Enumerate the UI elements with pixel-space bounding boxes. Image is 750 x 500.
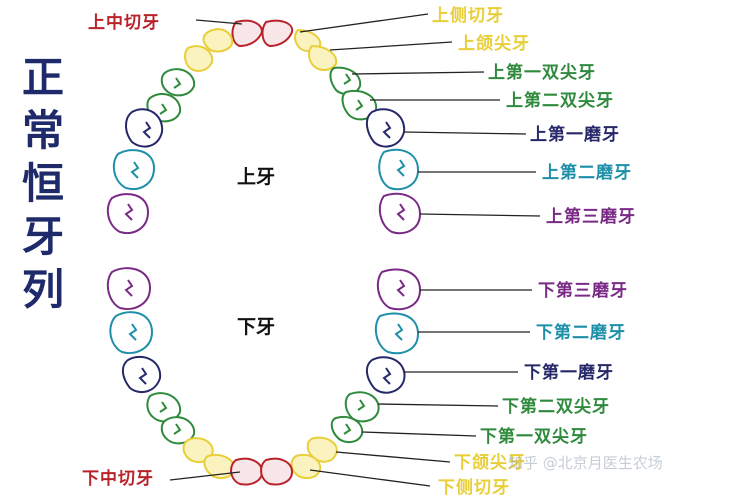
label-upper-molar1: 上第一磨牙 — [530, 124, 620, 145]
tooth-lower-canine-right — [306, 436, 338, 463]
label-upper-central: 上中切牙 — [88, 12, 160, 33]
upper-arch-label: 上牙 — [237, 166, 275, 188]
tooth-upper-molar1-right — [366, 108, 406, 148]
vertical-title: 正 常 恒 牙 列 — [22, 53, 64, 314]
label-upper-molar3: 上第三磨牙 — [546, 206, 636, 227]
tooth-lower-molar1-right — [366, 356, 406, 394]
label-lower-lateral: 下侧切牙 — [438, 477, 510, 498]
watermark: 知乎 @北京月医生农场 — [508, 454, 663, 472]
label-upper-molar2: 上第二磨牙 — [542, 162, 632, 183]
tooth-upper-premolar2-right — [341, 90, 378, 121]
watermark-text: 知乎 @北京月医生农场 — [508, 454, 663, 472]
tooth-upper-canine-right — [308, 44, 338, 71]
label-lower-molar1: 下第一磨牙 — [524, 362, 614, 383]
label-lower-premolar1: 下第一双尖牙 — [480, 426, 588, 447]
title-char-4: 牙 — [22, 212, 64, 261]
label-upper-premolar1: 上第一双尖牙 — [488, 62, 596, 83]
leader-upper-central — [195, 19, 243, 25]
leader-upper-molar1 — [403, 131, 527, 135]
title-char-3: 恒 — [22, 159, 64, 208]
tooth-lower-central-left — [230, 457, 264, 486]
leader-upper-molar3 — [419, 213, 541, 217]
label-lower-central: 下中切牙 — [82, 468, 154, 489]
tooth-upper-lateral-left — [202, 28, 234, 53]
leader-lower-canine — [335, 451, 451, 463]
leader-lower-central — [169, 471, 241, 481]
tooth-upper-central-right — [261, 19, 294, 48]
leader-upper-lateral — [299, 13, 429, 33]
tooth-fissure-marks — [124, 73, 406, 435]
leader-upper-canine — [329, 41, 453, 51]
tooth-lower-lateral-right — [290, 454, 322, 480]
tooth-lower-central-right — [260, 457, 294, 486]
title-char-5: 列 — [22, 265, 64, 314]
label-lower-canine: 下颌尖牙 — [454, 452, 526, 473]
title-char-2: 常 — [22, 106, 64, 155]
tooth-lower-premolar1-right — [330, 416, 364, 444]
lower-teeth — [106, 267, 422, 486]
upper-teeth — [106, 19, 422, 235]
leader-lower-premolar1 — [361, 431, 477, 437]
label-lower-premolar2: 下第二双尖牙 — [502, 396, 610, 417]
leader-lower-lateral — [309, 469, 431, 487]
leader-lower-premolar2 — [377, 403, 499, 407]
tooth-lower-lateral-left — [203, 454, 236, 480]
tooth-upper-molar1-left — [125, 108, 164, 148]
label-upper-lateral: 上侧切牙 — [432, 5, 504, 26]
tooth-upper-canine-left — [184, 45, 214, 72]
label-upper-canine: 上颌尖牙 — [458, 33, 530, 54]
leader-lines — [169, 13, 541, 487]
tooth-lower-canine-left — [182, 437, 214, 464]
label-lower-molar2: 下第二磨牙 — [536, 322, 626, 343]
title-char-1: 正 — [22, 53, 64, 102]
label-lower-molar3: 下第三磨牙 — [538, 280, 628, 301]
tooth-labels: 上中切牙 上侧切牙 上颌尖牙 上第一双尖牙 上第二双尖牙 上第一磨牙 上第二磨牙… — [82, 5, 636, 498]
tooth-upper-central-left — [231, 19, 264, 48]
lower-arch-label: 下牙 — [237, 316, 275, 338]
leader-upper-premolar1 — [351, 71, 485, 75]
label-upper-premolar2: 上第二双尖牙 — [506, 90, 614, 111]
tooth-lower-molar1-left — [122, 355, 162, 394]
